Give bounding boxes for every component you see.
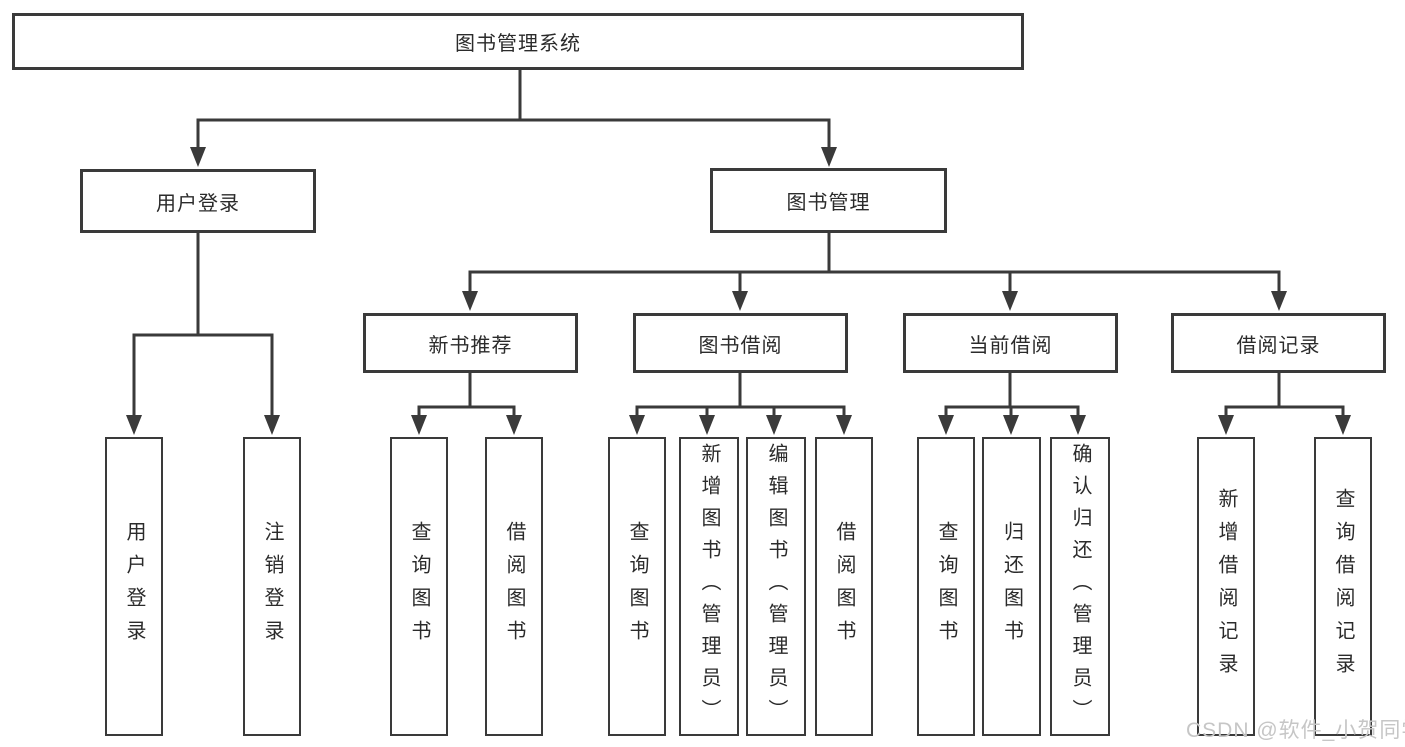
arrowhead-icon: [126, 415, 142, 435]
arrowhead-icon: [1218, 415, 1234, 435]
node-current-borrow-label: 当前借阅: [968, 334, 1053, 357]
leaf-borrow-books: 借阅图书: [815, 437, 873, 736]
arrowhead-icon: [1335, 415, 1351, 435]
leaf-add-books-admin: 新增图书（管理员）: [679, 437, 739, 736]
arrowhead-icon: [462, 291, 478, 311]
node-new-book-recommend-label: 新书推荐: [428, 334, 513, 357]
arrowhead-icon: [1002, 291, 1018, 311]
node-user-login-label: 用户登录: [156, 192, 240, 215]
node-new-book-recommend: 新书推荐: [363, 313, 578, 373]
node-borrow-records: 借阅记录: [1171, 313, 1386, 373]
node-book-management: 图书管理: [710, 168, 947, 233]
leaf-query-books-borrow-label: 查询图书: [626, 520, 648, 653]
leaf-borrow-books-recommend-label: 借阅图书: [503, 520, 525, 653]
node-library-system: 图书管理系统: [12, 13, 1024, 70]
leaf-return-books: 归还图书: [982, 437, 1041, 736]
arrowhead-icon: [629, 415, 645, 435]
node-borrow-records-label: 借阅记录: [1236, 334, 1321, 357]
leaf-borrow-books-label: 借阅图书: [833, 520, 855, 653]
leaf-query-books-recommend-label: 查询图书: [408, 520, 430, 653]
arrowhead-icon: [264, 415, 280, 435]
node-user-login: 用户登录: [80, 169, 316, 233]
leaf-return-books-label: 归还图书: [1000, 520, 1023, 653]
leaf-borrow-books-recommend: 借阅图书: [485, 437, 543, 736]
leaf-add-borrow-record: 新增借阅记录: [1197, 437, 1255, 736]
arrowhead-icon: [732, 291, 748, 311]
arrowhead-icon: [506, 415, 522, 435]
arrowhead-icon: [938, 415, 954, 435]
leaf-add-borrow-record-label: 新增借阅记录: [1215, 487, 1237, 686]
leaf-edit-books-admin: 编辑图书（管理员）: [746, 437, 806, 736]
leaf-query-books-current-label: 查询图书: [935, 520, 957, 653]
leaf-user-login: 用户登录: [105, 437, 163, 736]
connector-user-login-to-leaves: [126, 233, 280, 435]
leaf-query-books-current: 查询图书: [917, 437, 975, 736]
leaf-query-borrow-record-label: 查询借阅记录: [1332, 487, 1354, 686]
leaf-logout-label: 注销登录: [261, 520, 283, 653]
arrowhead-icon: [1003, 415, 1019, 435]
connector-borrow-record-to-leaves: [1218, 373, 1351, 435]
leaf-confirm-return-admin-label: 确认归还（管理员）: [1069, 442, 1091, 731]
node-library-system-label: 图书管理系统: [455, 33, 581, 55]
arrowhead-icon: [411, 415, 427, 435]
leaf-query-borrow-record: 查询借阅记录: [1314, 437, 1372, 736]
leaf-logout: 注销登录: [243, 437, 301, 736]
connector-new-book-to-leaves: [411, 373, 522, 435]
node-book-management-label: 图书管理: [786, 192, 871, 214]
arrowhead-icon: [1070, 415, 1086, 435]
leaf-confirm-return-admin: 确认归还（管理员）: [1050, 437, 1110, 736]
csdn-watermark: CSDN @软件_小贺同学: [1186, 719, 1405, 742]
leaf-edit-books-admin-label: 编辑图书（管理员）: [765, 442, 787, 731]
arrowhead-icon: [821, 147, 837, 167]
connector-current-borrow-to-leaves: [938, 373, 1086, 435]
leaf-user-login-label: 用户登录: [123, 520, 145, 653]
leaf-query-books-recommend: 查询图书: [390, 437, 448, 736]
leaf-add-books-admin-label: 新增图书（管理员）: [698, 442, 720, 731]
node-current-borrow: 当前借阅: [903, 313, 1118, 373]
connector-book-mgmt-to-level3: [462, 233, 1287, 311]
arrowhead-icon: [190, 147, 206, 167]
leaf-query-books-borrow: 查询图书: [608, 437, 666, 736]
arrowhead-icon: [836, 415, 852, 435]
node-book-borrow-label: 图书借阅: [698, 334, 783, 357]
connector-book-borrow-to-leaves: [629, 373, 852, 435]
connector-root-to-level2: [190, 70, 837, 167]
node-book-borrow: 图书借阅: [633, 313, 848, 373]
arrowhead-icon: [1271, 291, 1287, 311]
arrowhead-icon: [766, 415, 782, 435]
arrowhead-icon: [699, 415, 715, 435]
